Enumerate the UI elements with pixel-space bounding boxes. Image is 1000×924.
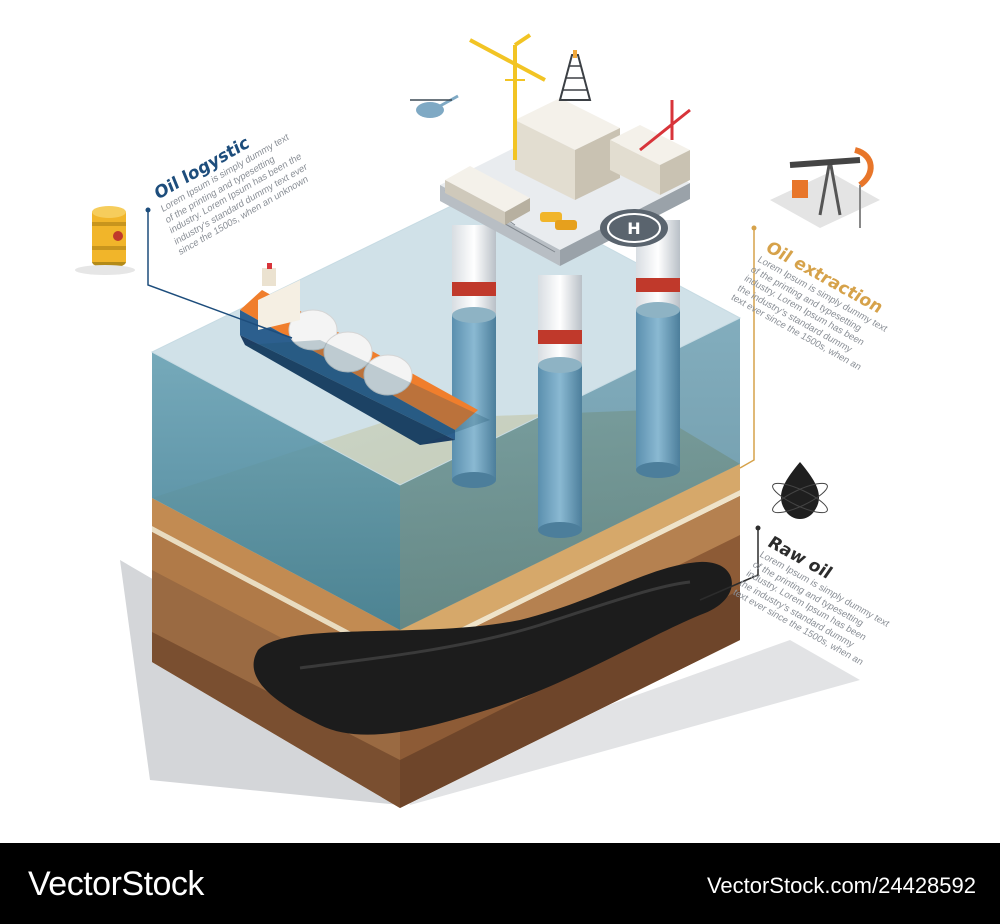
watermark-bar: VectorStock VectorStock.com/24428592 <box>0 843 1000 924</box>
right-earth-band-2 <box>400 490 740 664</box>
oil-barrel-icon <box>75 206 135 275</box>
raw-oil-highlight <box>299 580 691 670</box>
pumpjack-icon <box>770 147 880 228</box>
helicopter-icon <box>410 94 459 118</box>
ship-shadow <box>245 340 490 445</box>
raw-leader-line <box>699 528 759 601</box>
leader-lines <box>145 207 761 601</box>
left-earth-band-1 <box>152 498 400 658</box>
logistic-leader-line <box>147 210 293 339</box>
extraction-leader-line <box>739 228 755 469</box>
glass-top <box>150 185 742 486</box>
left-earth-band-4 <box>152 632 400 808</box>
water-left-face <box>152 352 400 630</box>
watermark-image-id: VectorStock.com/24428592 <box>706 873 976 898</box>
lng-tanker-ship <box>240 263 478 445</box>
ground-shadow-right <box>400 640 860 805</box>
left-earth-band-2 <box>152 526 400 664</box>
oil-drop-icon <box>772 462 828 519</box>
helipad-letter: H <box>627 219 640 238</box>
offshore-oil-isometric-diagram: H <box>75 33 880 808</box>
oil-platform: H <box>440 33 691 266</box>
water-surface <box>152 186 740 485</box>
platform-pillars <box>452 220 680 538</box>
right-earth-band-1 <box>400 464 740 658</box>
right-earth-band-4 <box>400 590 740 808</box>
watermark-logo: VectorStock <box>28 865 204 903</box>
raw-oil-reservoir <box>253 561 732 735</box>
